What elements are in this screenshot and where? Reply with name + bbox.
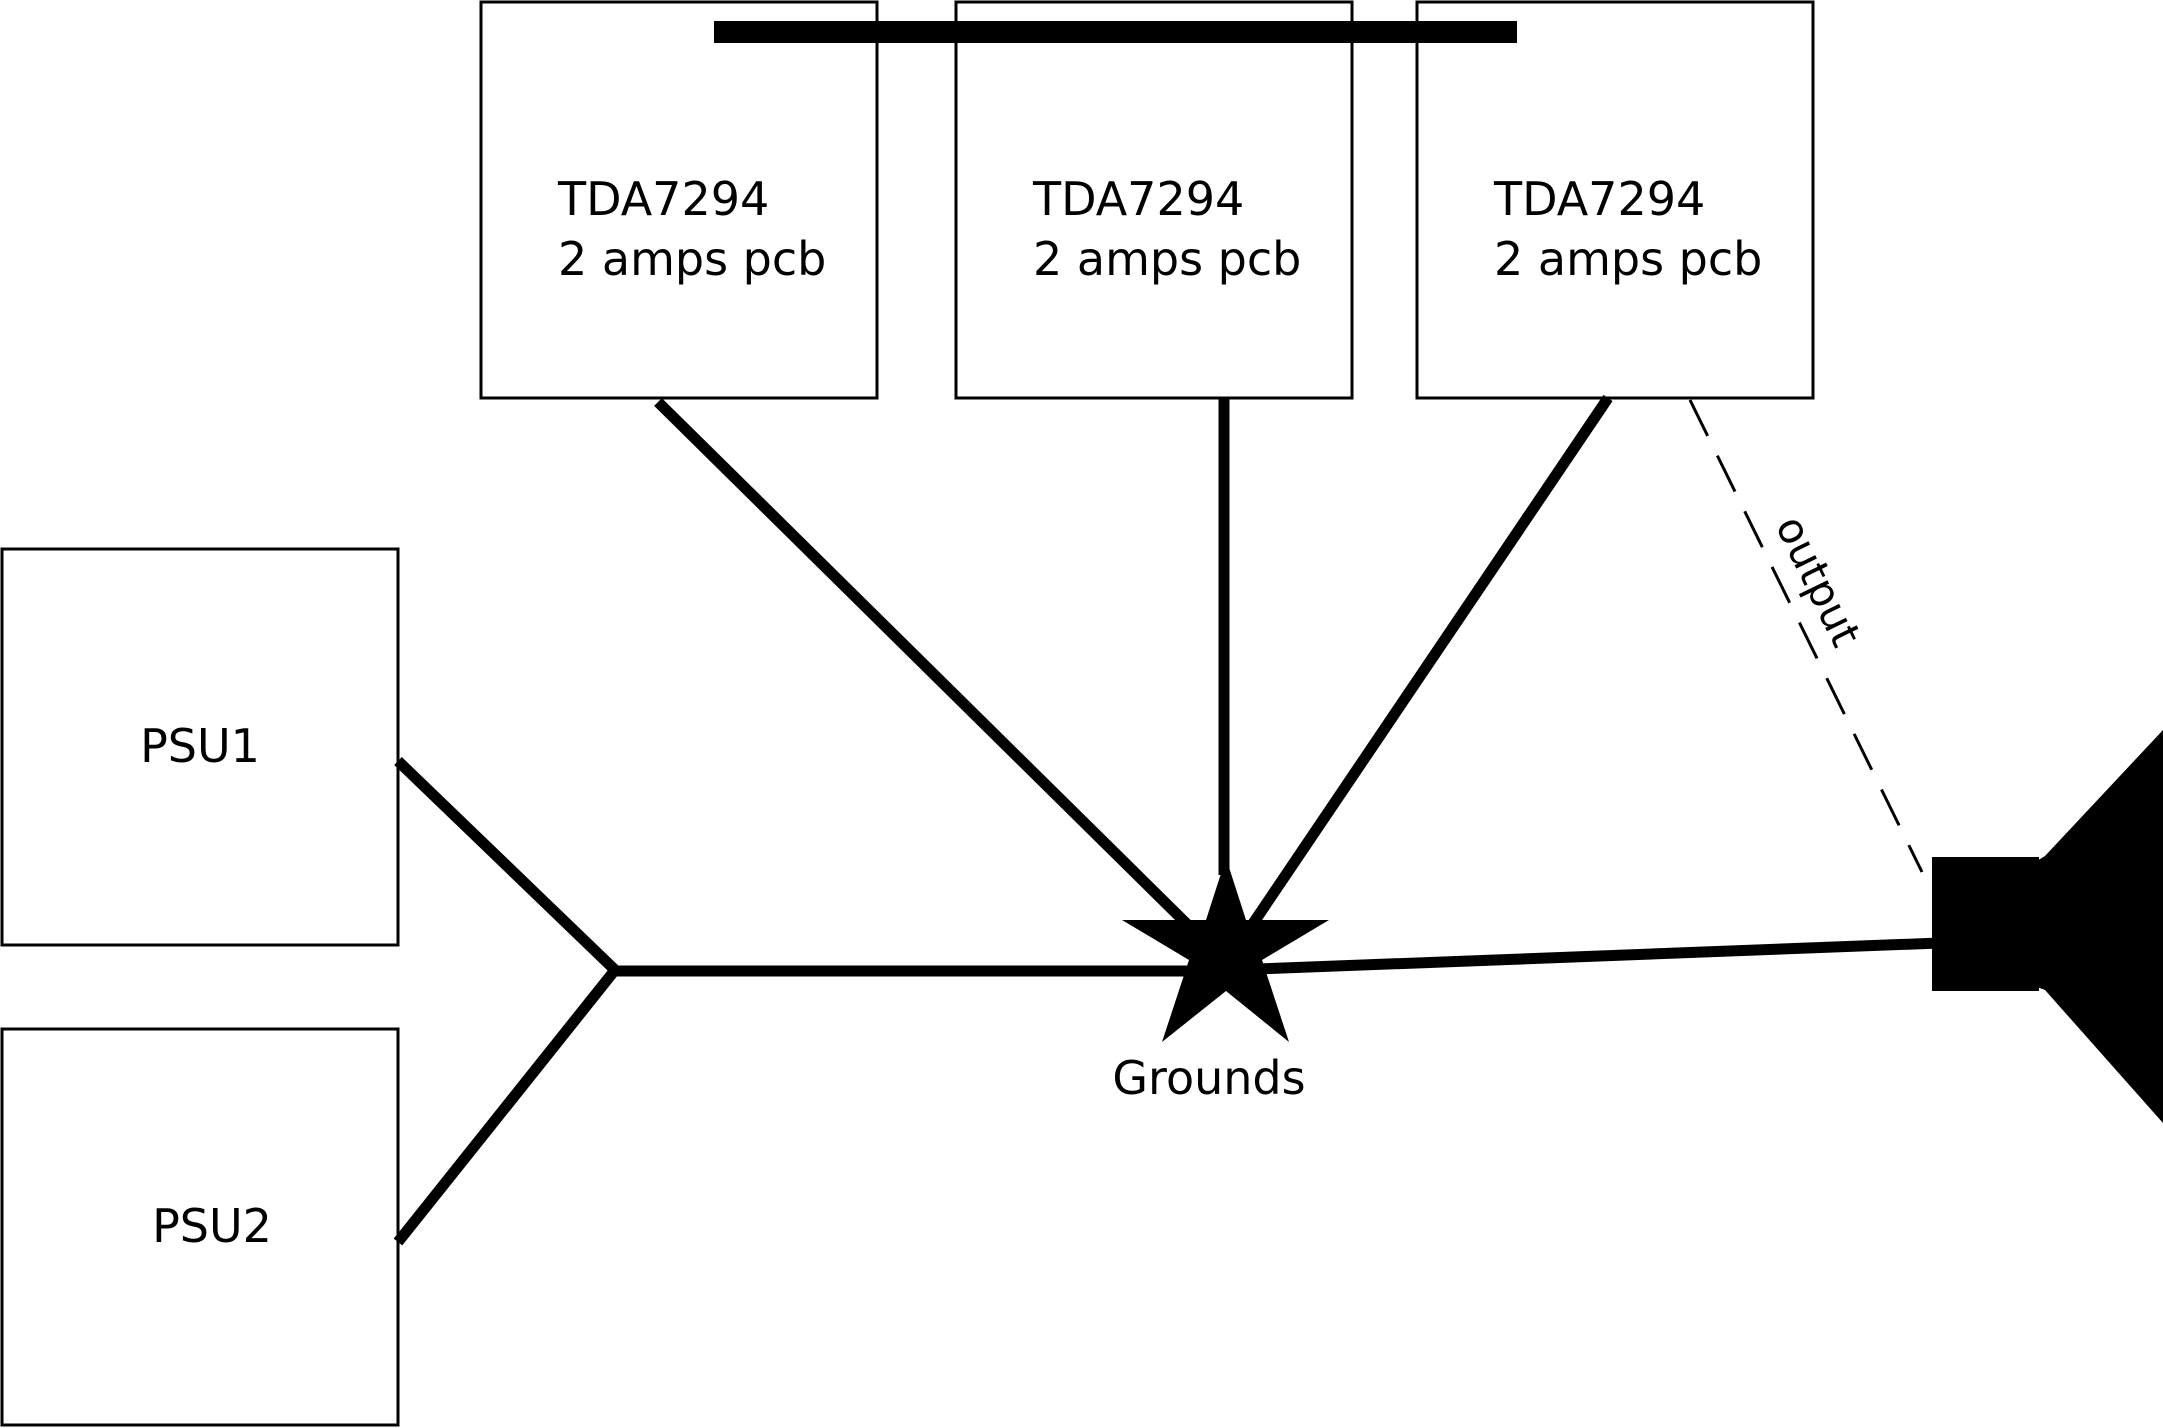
psu-2-label: PSU2 <box>152 1199 272 1253</box>
psu-box-1: PSU1 <box>0 547 400 947</box>
grounds-label: Grounds <box>1112 1051 1305 1105</box>
speaker-icon <box>1932 730 2163 1123</box>
amp-box-1: TDA7294 2 amps pcb <box>479 0 879 400</box>
output-label: output <box>1766 508 1871 654</box>
amp-3-title: TDA7294 <box>1493 172 1705 226</box>
amp-1-title: TDA7294 <box>557 172 769 226</box>
psu-2-ground-wire <box>393 966 620 1246</box>
amp-2-title: TDA7294 <box>1032 172 1244 226</box>
amp-2-subtitle: 2 amps pcb <box>1033 232 1301 286</box>
psu-1-ground-wire <box>394 757 619 974</box>
psu-1-label: PSU1 <box>140 719 260 773</box>
amp-3-ground-wire <box>1247 394 1613 929</box>
amp-1-ground-wire <box>654 398 1199 936</box>
amp-box-3: TDA7294 2 amps pcb <box>1415 0 1815 400</box>
amp-1-subtitle: 2 amps pcb <box>558 232 826 286</box>
star-icon <box>1122 858 1329 1042</box>
amp-3-subtitle: 2 amps pcb <box>1494 232 1762 286</box>
output-signal-line <box>1688 399 1924 873</box>
star-to-speaker-wire <box>1231 937 1941 976</box>
psu-box-2: PSU2 <box>0 1027 400 1427</box>
amp-box-2: TDA7294 2 amps pcb <box>954 0 1354 400</box>
